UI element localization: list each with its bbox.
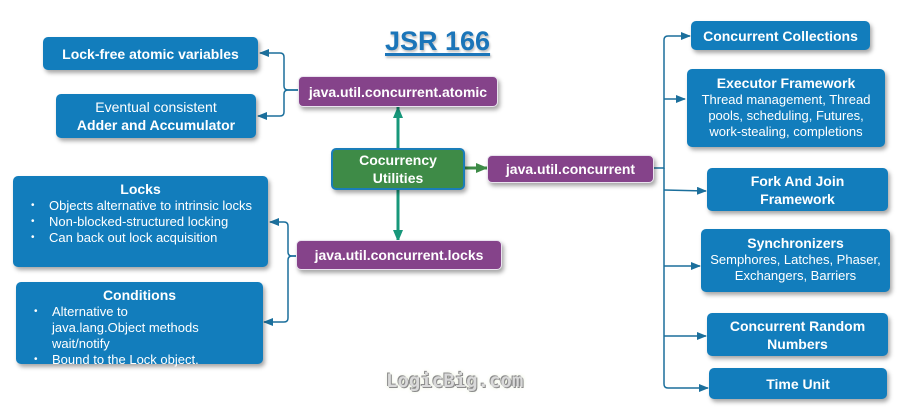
node-synchronizers: Synchronizers Semphores, Latches, Phaser… (701, 229, 890, 292)
center-line2: Utilities (372, 170, 424, 186)
random-label: Concurrent Random Numbers (729, 317, 866, 352)
adder-line2: Adder and Accumulator (76, 117, 236, 133)
locks-title: Locks (120, 181, 161, 197)
connector-atomic-lockfree (259, 49, 298, 91)
node-executor-framework: Executor Framework Thread management, Th… (687, 69, 885, 147)
package-locks: java.util.concurrent.locks (296, 240, 502, 270)
node-fork-join: Fork And Join Framework (707, 168, 888, 211)
connector-atomic-adder (257, 89, 298, 120)
conditions-bullet: Bound to the Lock object. (32, 352, 263, 368)
synchronizers-desc: Semphores, Latches, Phaser, Exchangers, … (710, 252, 881, 283)
node-adder-accumulator: Eventual consistent Adder and Accumulato… (56, 94, 256, 138)
connector-locks-conditions (263, 255, 296, 326)
locks-bullet: Non-blocked-structured locking (29, 214, 268, 230)
diagram-title: JSR 166 (385, 26, 491, 56)
node-concurrent-collections: Concurrent Collections (691, 21, 870, 50)
conditions-title: Conditions (102, 287, 177, 303)
connector-time-unit (663, 168, 709, 392)
node-concurrent-random: Concurrent Random Numbers (707, 313, 888, 356)
node-conditions: Conditions Alternative to java.lang.Obje… (16, 282, 263, 368)
connector-forkjoin (663, 186, 707, 195)
executor-desc: Thread management, Thread pools, schedul… (701, 92, 871, 139)
node-time-unit: Time Unit (709, 368, 887, 399)
executor-title: Executor Framework (716, 75, 856, 91)
connector-locks-locks (269, 218, 296, 257)
logicbig-logo: LogicBig.com (386, 370, 524, 392)
locks-bullet: Can back out lock acquisition (29, 230, 268, 246)
forkjoin-label: Fork And Join Framework (750, 172, 845, 207)
node-lock-free-atomic-variables: Lock-free atomic variables (43, 37, 258, 70)
package-atomic: java.util.concurrent.atomic (298, 76, 498, 107)
center-node: Cocurrency Utilities (331, 148, 465, 190)
adder-line1: Eventual consistent (95, 99, 217, 115)
concurrent-trunk (654, 32, 691, 169)
package-concurrent: java.util.concurrent (487, 155, 654, 183)
node-locks: Locks Objects alternative to intrinsic l… (13, 176, 268, 267)
conditions-bullet: Alternative to java.lang.Object methods … (32, 304, 263, 352)
synchronizers-title: Synchronizers (747, 235, 844, 251)
locks-bullet: Objects alternative to intrinsic locks (29, 198, 268, 214)
center-line1: Cocurrency (359, 152, 437, 168)
